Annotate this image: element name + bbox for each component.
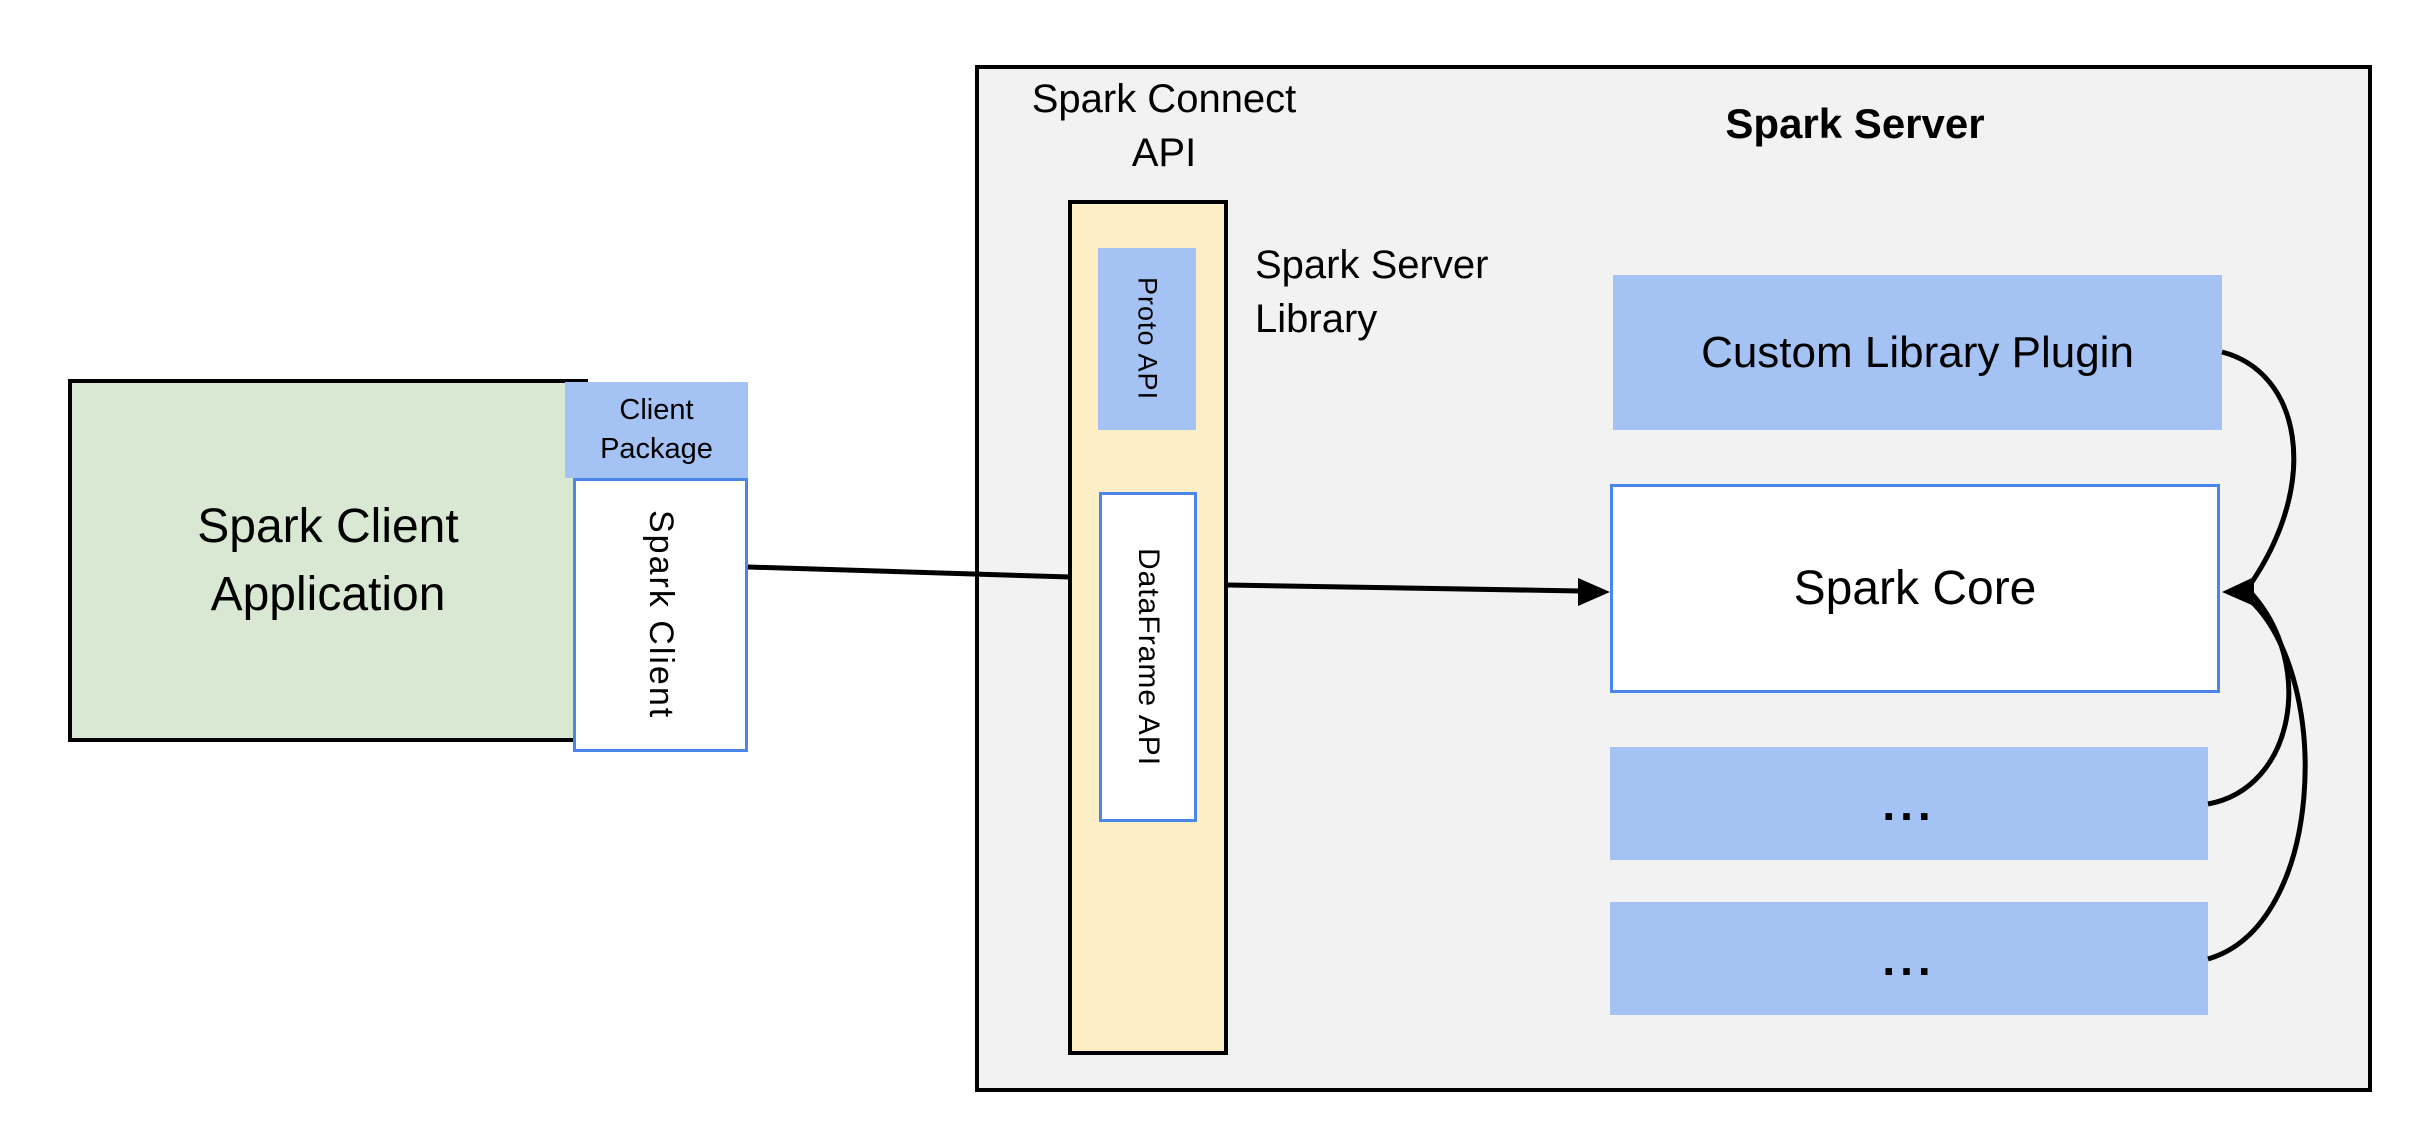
- proto-api-box: Proto API: [1098, 248, 1196, 430]
- custom-library-plugin-label: Custom Library Plugin: [1701, 327, 2134, 377]
- spark-core-label: Spark Core: [1793, 562, 2037, 615]
- plugin-slot-2-box: ...: [1610, 902, 2208, 1015]
- spark-client-label: Spark Client: [642, 510, 680, 720]
- spark-client-box: Spark Client: [573, 478, 748, 752]
- plugin-slot-2-label: ...: [1882, 932, 1936, 985]
- spark-server-title: Spark Server: [1725, 100, 1985, 147]
- spark-server-library-label: Spark Server Library: [1255, 243, 1489, 341]
- proto-api-label: Proto API: [1132, 277, 1163, 401]
- dataframe-api-box: DataFrame API: [1099, 492, 1197, 822]
- plugin-slot-1-box: ...: [1610, 747, 2208, 860]
- dataframe-api-label: DataFrame API: [1132, 547, 1165, 767]
- client-package-box: Client Package: [565, 382, 748, 478]
- spark-core-box: Spark Core: [1610, 484, 2220, 693]
- client-package-label: Client Package: [600, 393, 713, 465]
- spark-client-application-label: Spark Client Application: [197, 500, 459, 621]
- spark-connect-api-label: Spark Connect API: [1031, 77, 1297, 175]
- plugin-slot-1-label: ...: [1882, 777, 1936, 830]
- spark-client-application-box: Spark Client Application: [68, 379, 588, 742]
- custom-library-plugin-box: Custom Library Plugin: [1613, 275, 2222, 430]
